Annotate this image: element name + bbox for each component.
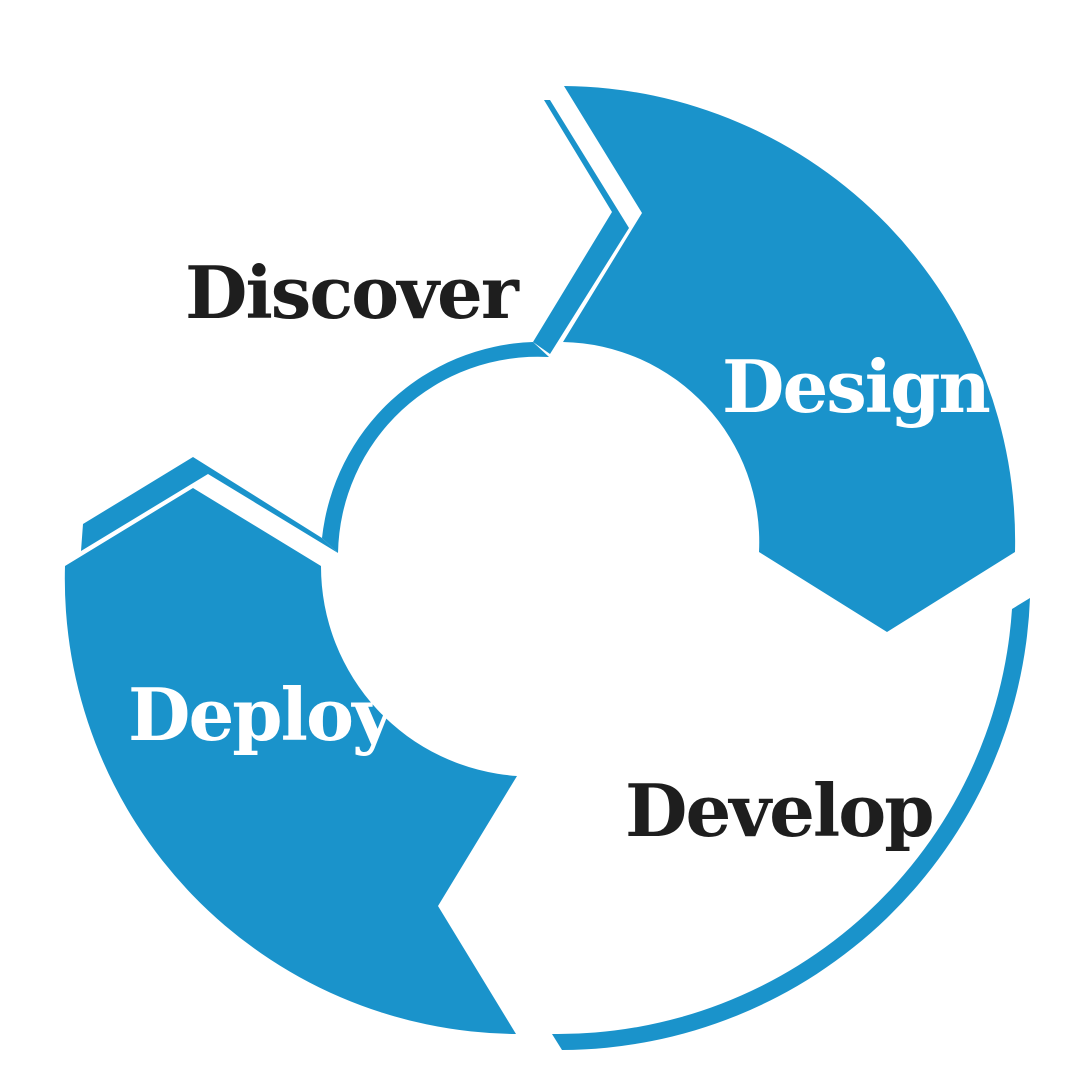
segment-deploy xyxy=(64,488,517,1034)
segment-discover xyxy=(81,100,629,553)
segment-discover-arrow-notch xyxy=(81,457,338,553)
stage-label-design: Design xyxy=(722,344,989,429)
segment-design xyxy=(563,86,1016,632)
segment-discover-chevron-strip xyxy=(533,100,629,354)
segment-discover-band xyxy=(322,342,549,553)
stage-label-discover: Discover xyxy=(185,250,520,335)
stage-label-deploy: Deploy xyxy=(128,672,396,757)
stage-label-develop: Develop xyxy=(625,768,933,853)
